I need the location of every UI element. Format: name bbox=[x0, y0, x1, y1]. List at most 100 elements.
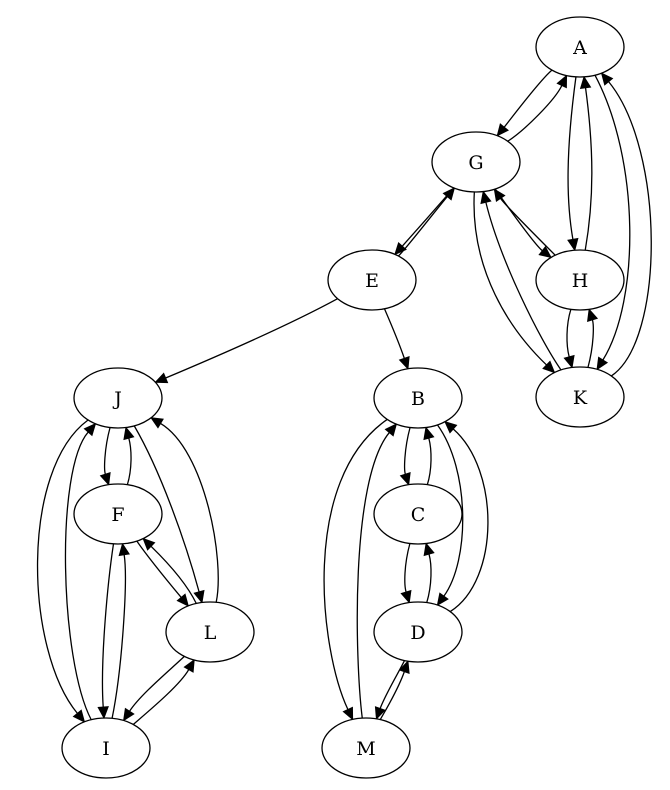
edge-g-to-e bbox=[394, 187, 455, 256]
node-k: K bbox=[535, 366, 625, 428]
arrowhead bbox=[142, 537, 156, 551]
edge-i-to-f bbox=[111, 542, 130, 719]
edge-b-to-d bbox=[436, 424, 464, 607]
edge-g-to-a bbox=[507, 74, 568, 142]
arrowhead bbox=[193, 589, 205, 604]
edge-line bbox=[136, 540, 182, 598]
node-label: H bbox=[572, 270, 589, 292]
node-ellipse bbox=[373, 483, 463, 545]
edges-layer bbox=[36, 69, 652, 725]
arrowhead bbox=[374, 706, 386, 720]
node-e: E bbox=[327, 249, 417, 311]
edge-line bbox=[111, 554, 126, 719]
edge-line bbox=[150, 545, 197, 604]
arrowhead bbox=[154, 372, 169, 384]
edge-line bbox=[129, 655, 185, 712]
edge-c-to-b bbox=[423, 426, 435, 485]
edge-line bbox=[507, 85, 563, 142]
node-label: C bbox=[411, 504, 426, 526]
node-label: A bbox=[572, 37, 587, 59]
edge-l-to-j bbox=[150, 417, 219, 603]
edge-line bbox=[436, 424, 464, 597]
edge-line bbox=[449, 428, 489, 613]
edge-line bbox=[397, 196, 448, 257]
edge-m-to-d bbox=[379, 660, 410, 721]
edge-line bbox=[584, 87, 593, 251]
edge-line bbox=[383, 308, 405, 359]
edge-line bbox=[494, 188, 543, 252]
node-label: I bbox=[102, 738, 110, 760]
edge-a-to-h bbox=[567, 76, 579, 252]
edge-line bbox=[403, 427, 411, 475]
arrowhead bbox=[176, 593, 190, 607]
node-ellipse bbox=[61, 717, 151, 779]
arrowhead bbox=[556, 74, 568, 89]
node-ellipse bbox=[165, 601, 255, 663]
node-ellipse bbox=[73, 483, 163, 545]
node-b: B bbox=[373, 367, 463, 429]
arrowhead bbox=[538, 245, 552, 259]
node-h: H bbox=[535, 249, 625, 311]
edge-line bbox=[379, 671, 405, 721]
edge-b-to-m bbox=[323, 418, 388, 721]
arrowhead bbox=[122, 707, 135, 722]
edge-f-to-j bbox=[123, 426, 135, 485]
node-f: F bbox=[73, 483, 163, 545]
arrowhead bbox=[423, 426, 435, 441]
node-g: G bbox=[431, 131, 521, 193]
arrowhead bbox=[400, 589, 412, 604]
arrowhead bbox=[342, 706, 354, 721]
arrowhead bbox=[183, 658, 195, 673]
arrowhead bbox=[398, 660, 410, 674]
node-ellipse bbox=[431, 131, 521, 193]
arrowhead bbox=[394, 241, 407, 256]
node-label: B bbox=[411, 388, 425, 410]
edge-b-to-c bbox=[399, 427, 411, 486]
arrowhead bbox=[83, 422, 97, 437]
edge-g-to-k bbox=[473, 191, 556, 374]
arrowhead bbox=[442, 187, 456, 201]
node-d: D bbox=[373, 601, 463, 663]
arrowhead bbox=[423, 542, 435, 557]
edge-line bbox=[503, 69, 553, 128]
edge-h-to-k bbox=[563, 309, 575, 369]
edge-d-to-c bbox=[423, 542, 435, 603]
node-c: C bbox=[373, 483, 463, 545]
arrowhead bbox=[567, 237, 579, 252]
edge-l-to-i bbox=[122, 655, 185, 722]
edge-h-to-a bbox=[579, 75, 593, 251]
node-label: G bbox=[468, 152, 483, 174]
edge-k-to-g bbox=[480, 190, 562, 371]
edge-e-to-b bbox=[383, 308, 410, 370]
arrowhead bbox=[444, 420, 458, 434]
edge-a-to-g bbox=[496, 69, 553, 137]
arrowhead bbox=[542, 360, 556, 374]
arrowhead bbox=[587, 308, 599, 323]
arrowhead bbox=[436, 592, 449, 607]
edge-a-to-k bbox=[594, 74, 631, 371]
arrowhead bbox=[118, 542, 130, 557]
edge-line bbox=[323, 418, 388, 710]
edge-line bbox=[401, 187, 455, 247]
edge-line bbox=[133, 425, 200, 593]
node-label: D bbox=[410, 622, 425, 644]
node-ellipse bbox=[535, 249, 625, 311]
arrowhead bbox=[563, 354, 575, 369]
node-ellipse bbox=[73, 367, 163, 429]
node-ellipse bbox=[373, 367, 463, 429]
arrowhead bbox=[398, 356, 410, 370]
arrowhead bbox=[123, 426, 135, 441]
edge-line bbox=[101, 543, 115, 708]
arrowhead bbox=[496, 123, 509, 137]
edge-line bbox=[566, 309, 572, 358]
edge-line bbox=[426, 437, 432, 485]
arrowhead bbox=[99, 471, 111, 486]
edge-h-to-g bbox=[493, 188, 556, 256]
edge-line bbox=[379, 660, 406, 709]
node-j: J bbox=[73, 367, 163, 429]
edge-line bbox=[473, 191, 547, 366]
edge-k-to-h bbox=[587, 308, 599, 368]
node-ellipse bbox=[535, 366, 625, 428]
arrowhead bbox=[384, 423, 398, 437]
